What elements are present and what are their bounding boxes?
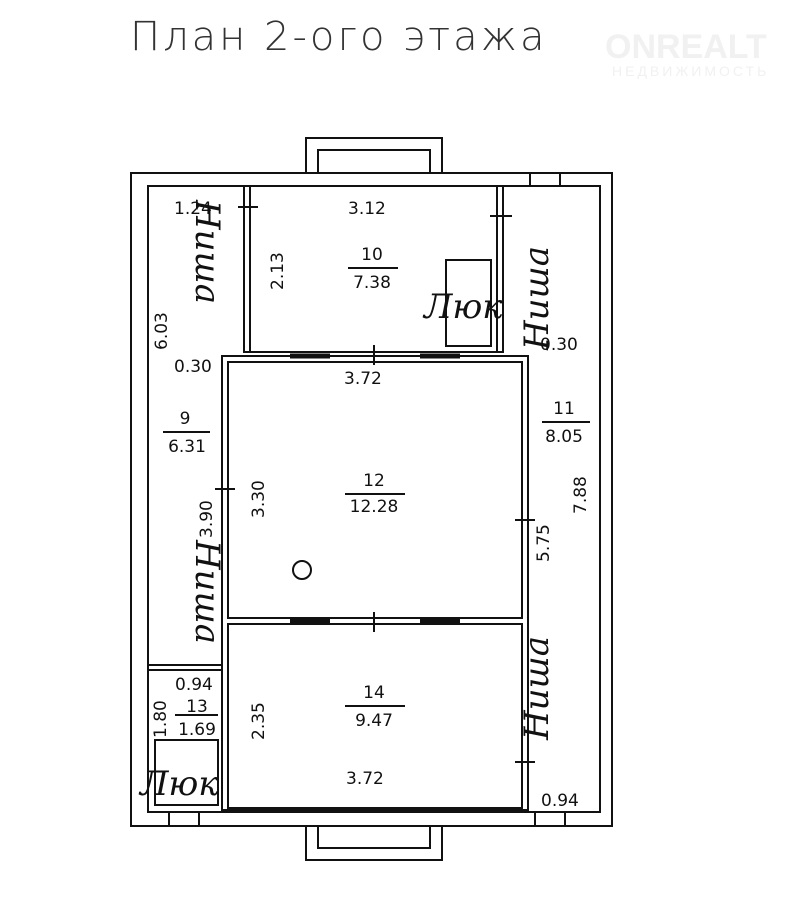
room-11: 11 8.05 <box>542 399 590 447</box>
plan-title: План 2-ого этажа <box>130 14 547 60</box>
svg-text:0.30: 0.30 <box>540 335 578 355</box>
svg-text:6.31: 6.31 <box>168 437 206 457</box>
niche-label: Ниша <box>517 636 557 741</box>
room-9: 9 6.31 <box>163 409 210 457</box>
hatch-label: Люк <box>138 764 219 804</box>
svg-text:3.30: 3.30 <box>249 480 269 518</box>
room-12: 12 12.28 <box>345 471 405 517</box>
svg-text:2.13: 2.13 <box>268 252 288 290</box>
svg-text:5.75: 5.75 <box>534 524 554 562</box>
svg-text:8.05: 8.05 <box>545 427 583 447</box>
svg-text:2.35: 2.35 <box>249 702 269 740</box>
svg-text:0.30: 0.30 <box>174 357 212 377</box>
room-13: 13 1.69 <box>178 697 216 740</box>
svg-text:12: 12 <box>363 471 385 491</box>
niche-label: Ниша <box>187 199 227 304</box>
svg-text:13: 13 <box>186 697 208 717</box>
watermark: ONREALT НЕДВИЖИМОСТЬ <box>605 28 769 79</box>
niche-label: Ниша <box>517 246 557 351</box>
niche-labels: Ниша Ниша Ниша Ниша <box>187 199 557 741</box>
svg-text:3.72: 3.72 <box>344 369 382 389</box>
niche-label: Ниша <box>187 539 227 644</box>
svg-text:3.72: 3.72 <box>346 769 384 789</box>
svg-text:1.69: 1.69 <box>178 720 216 740</box>
svg-text:10: 10 <box>361 245 383 265</box>
svg-text:7.88: 7.88 <box>571 476 591 514</box>
svg-text:14: 14 <box>363 683 385 703</box>
svg-text:12.28: 12.28 <box>350 497 399 517</box>
svg-text:1.80: 1.80 <box>151 700 171 738</box>
svg-text:1.24: 1.24 <box>174 199 212 219</box>
room-10: 10 7.38 <box>348 245 398 293</box>
dimensions: 1.24 3.12 2.13 6.03 0.30 0.30 3.72 3.90 … <box>151 199 591 811</box>
hatch-label: Люк <box>422 287 503 327</box>
room-14: 14 9.47 <box>345 683 405 731</box>
svg-text:0.94: 0.94 <box>541 791 579 811</box>
svg-text:7.38: 7.38 <box>353 273 391 293</box>
svg-text:НЕДВИЖИМОСТЬ: НЕДВИЖИМОСТЬ <box>612 63 769 79</box>
svg-text:9: 9 <box>180 409 191 429</box>
svg-text:ONREALT: ONREALT <box>605 28 767 66</box>
svg-text:9.47: 9.47 <box>355 711 393 731</box>
hatch-labels: Люк Люк <box>138 287 503 804</box>
svg-text:6.03: 6.03 <box>152 312 172 350</box>
svg-text:3.12: 3.12 <box>348 199 386 219</box>
svg-text:0.94: 0.94 <box>175 675 213 695</box>
svg-text:3.90: 3.90 <box>197 500 217 538</box>
svg-text:11: 11 <box>553 399 575 419</box>
walls <box>130 137 613 861</box>
